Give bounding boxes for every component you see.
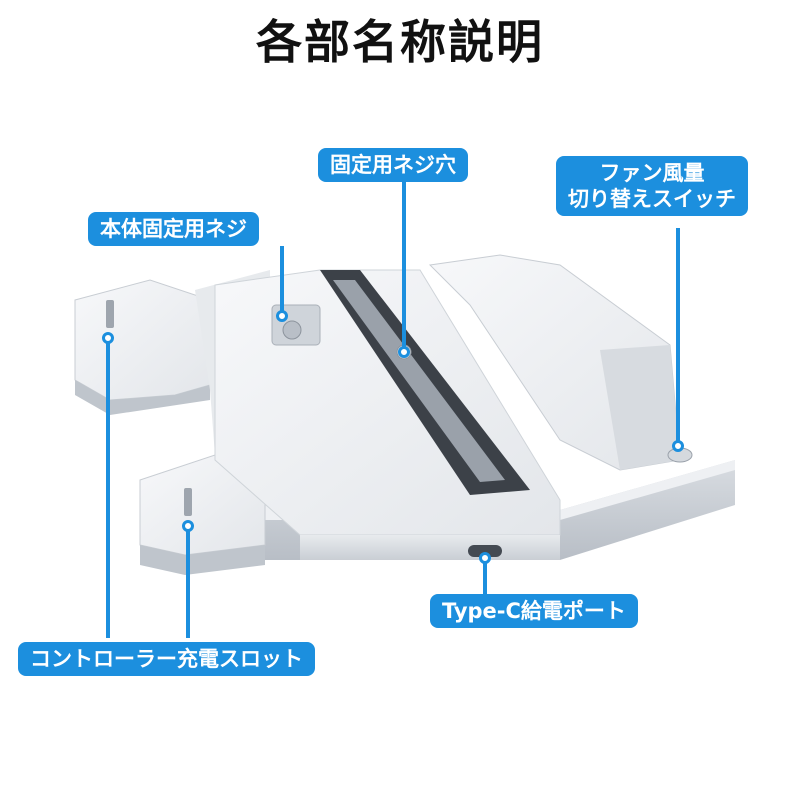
left-back-arm — [74, 279, 211, 401]
connector-back — [106, 300, 114, 328]
leader-screw — [280, 246, 284, 312]
callout-controller-slot: コントローラー充電スロット — [18, 642, 315, 676]
callout-screw: 本体固定用ネジ — [88, 212, 259, 246]
leader-fan-switch — [676, 228, 680, 448]
dot-screw — [276, 310, 288, 322]
dot-slot-front — [182, 520, 194, 532]
leader-slot-front — [186, 526, 190, 638]
callout-screw-label: 本体固定用ネジ — [100, 217, 247, 241]
callout-fan-switch: ファン風量 切り替えスイッチ — [556, 156, 748, 216]
callout-type-c: Type-C給電ポート — [430, 594, 638, 628]
callout-screw-hole: 固定用ネジ穴 — [318, 148, 468, 182]
dot-slot-back — [102, 332, 114, 344]
leader-screw-hole — [402, 182, 406, 352]
dot-type-c — [479, 552, 491, 564]
dot-fan-switch — [672, 440, 684, 452]
callout-fan-switch-line1: ファン風量 — [599, 161, 705, 185]
callout-fan-switch-line2: 切り替えスイッチ — [568, 187, 736, 211]
dot-screw-hole — [398, 346, 410, 358]
leader-type-c — [483, 560, 487, 596]
callout-type-c-label: Type-C給電ポート — [442, 599, 626, 623]
type-c-port — [468, 545, 502, 557]
connector-front — [184, 488, 192, 516]
callout-screw-hole-label: 固定用ネジ穴 — [330, 153, 456, 177]
callout-controller-slot-label: コントローラー充電スロット — [30, 647, 303, 671]
page-title: 各部名称説明 — [256, 15, 544, 69]
leader-slot-back — [106, 338, 110, 638]
